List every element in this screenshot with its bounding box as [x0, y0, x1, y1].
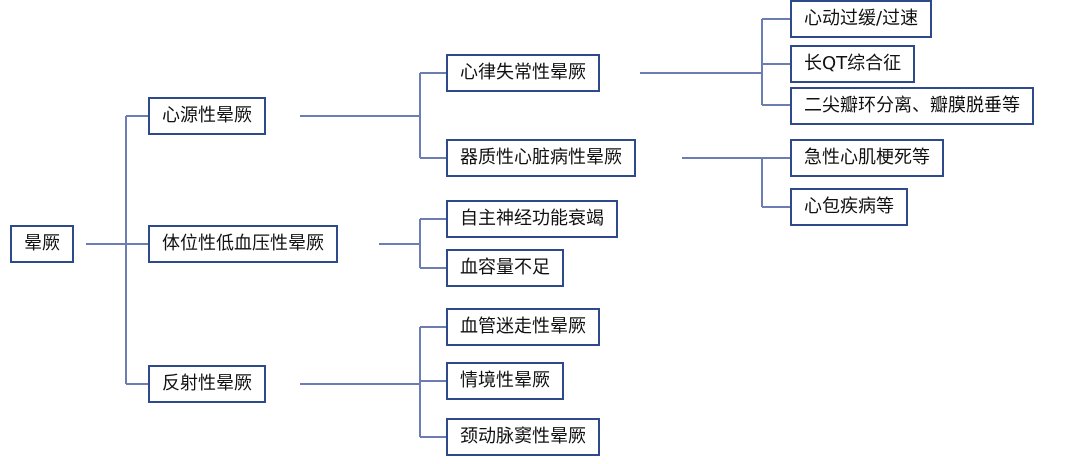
node-structural-heart-disease-syncope: 器质性心脏病性晕厥 [446, 139, 636, 177]
node-vasovagal-syncope: 血管迷走性晕厥 [446, 308, 600, 346]
connector-cardiogenic [300, 72, 446, 159]
node-reflex-syncope: 反射性晕厥 [148, 365, 266, 403]
node-mitral-valve-disorders: 二尖瓣环分离、瓣膜脱垂等 [790, 87, 1034, 125]
connector-orthostatic [379, 218, 446, 269]
node-arrhythmic-syncope: 心律失常性晕厥 [446, 54, 600, 92]
node-root-syncope: 晕厥 [10, 225, 74, 263]
connector-structural [682, 157, 790, 208]
node-hypovolemia: 血容量不足 [446, 249, 564, 287]
connector-arrhythmic [640, 18, 790, 106]
node-acute-mi: 急性心肌梗死等 [790, 139, 944, 177]
node-brady-tachy: 心动过缓/过速 [790, 0, 933, 38]
node-orthostatic-hypotension-syncope: 体位性低血压性晕厥 [148, 225, 338, 263]
connector-reflex [300, 326, 446, 438]
node-long-qt: 长QT综合征 [790, 45, 916, 83]
node-situational-syncope: 情境性晕厥 [446, 362, 564, 400]
node-carotid-sinus-syncope: 颈动脉窦性晕厥 [446, 418, 600, 456]
node-cardiogenic-syncope: 心源性晕厥 [148, 97, 266, 135]
connector-root-to-l1 [86, 115, 148, 385]
node-autonomic-failure: 自主神经功能衰竭 [446, 200, 618, 238]
node-pericardial-disease: 心包疾病等 [790, 188, 908, 226]
